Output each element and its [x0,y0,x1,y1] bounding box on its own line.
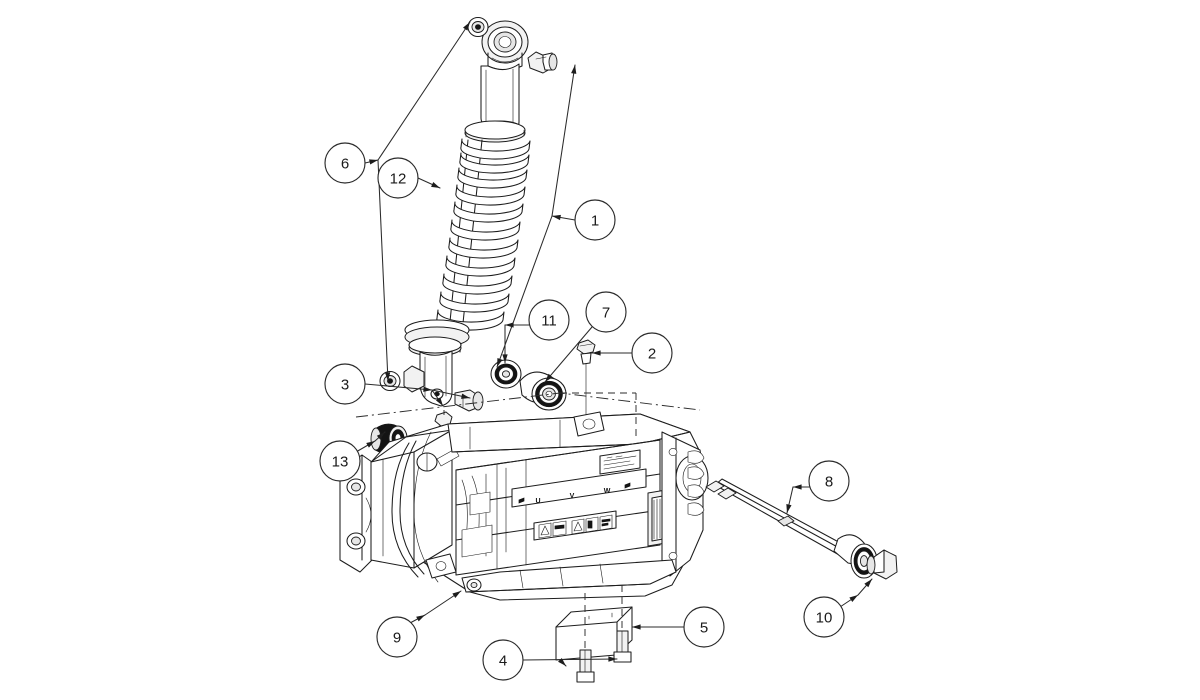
warning-decal-plate [533,510,617,541]
assembly-reference-lines [355,392,701,436]
housing-shock-mount-ear [425,553,457,579]
phase-label-v: V [570,493,575,500]
leader-arrowhead [849,595,858,602]
callout-3[interactable]: 3 [324,363,366,405]
phase-label-u: U [535,498,540,505]
leader-arrowhead [366,441,375,448]
callout-bubble-8[interactable] [808,460,850,502]
axle-nut [866,549,898,580]
leader-line-1-1 [496,215,553,368]
callout-9[interactable]: 9 [376,616,418,658]
shock-upper-bolt [527,51,558,74]
shock-bushing-upper [467,16,489,38]
leader-line-1-2 [551,64,576,217]
leader-arrowhead [786,504,792,513]
data-plate [599,449,641,475]
callout-bubble-10[interactable] [803,596,845,638]
spring-lower-seat [408,336,462,357]
shock-upper-eye [481,20,529,71]
leader-arrowhead [864,579,872,588]
leader-arrowhead [431,182,440,188]
shock-lower-pin [454,389,484,412]
washer-spacer [490,359,522,389]
callout-4[interactable]: 4 [482,639,524,681]
callout-bubble-12[interactable] [377,157,419,199]
housing-bottom-pan [461,559,677,593]
callout-bubble-4[interactable] [482,639,524,681]
leader-arrowhead [632,624,641,630]
leader-line-4-0 [522,658,618,661]
housing-boss [416,448,460,472]
inverter-module [455,439,661,576]
callout-bubble-11[interactable] [528,299,570,341]
shock-lower-clevis [403,350,453,407]
leader-arrowhead [497,358,503,367]
leader-line-6-2 [377,21,471,161]
callout-13[interactable]: 13 [319,440,361,482]
leader-line-3-0 [364,383,433,391]
leader-arrowhead [423,386,432,392]
phase-terminal-strip: U V W [511,468,647,508]
callout-1[interactable]: 1 [574,199,616,241]
leader-arrowhead [452,591,461,598]
callout-bubble-1[interactable] [574,199,616,241]
leader-arrowhead [435,397,443,406]
leader-arrowhead [505,322,514,328]
phase-label-w: W [604,488,611,495]
leader-arrowhead [463,22,470,31]
callout-bubble-13[interactable] [319,440,361,482]
leader-arrowhead [376,432,385,440]
callout-11[interactable]: 11 [528,299,570,341]
leader-arrowhead [552,214,561,221]
callout-7[interactable]: 7 [585,291,627,333]
leader-line-7-0 [544,326,593,383]
callout-10[interactable]: 10 [803,596,845,638]
drive-unit-housing: U V W [339,411,709,601]
callout-5[interactable]: 5 [683,606,725,648]
leader-arrowhead [461,393,470,399]
shock-bushing-lower [379,370,401,392]
callout-8[interactable]: 8 [808,460,850,502]
leader-line-6-1 [377,159,389,382]
mounting-bolt-upper [576,339,596,421]
spring-upper-seat [464,120,526,143]
axle-bearing-seal [519,371,567,411]
housing-left-mount-ear [339,454,373,573]
callout-bubble-5[interactable] [683,606,725,648]
callout-bubble-3[interactable] [324,363,366,405]
callout-2[interactable]: 2 [631,332,673,374]
housing-right-endbell [661,431,709,577]
leader-arrowhead [369,159,378,165]
callout-bubble-9[interactable] [376,616,418,658]
callout-12[interactable]: 12 [377,157,419,199]
housing-upper-bracket [573,411,605,437]
callout-bubble-2[interactable] [631,332,673,374]
cover-retaining-bolts [576,585,632,683]
leader-arrowhead [592,350,601,356]
callout-6[interactable]: 6 [324,142,366,184]
leader-arrowhead [416,615,425,622]
callout-bubble-7[interactable] [585,291,627,333]
leader-arrowhead [793,484,802,490]
leader-arrowhead [558,658,566,666]
leader-arrowhead [608,656,617,662]
cover-bolt-left [576,649,595,683]
coil-spring [404,138,531,348]
shock-absorber-assembly [379,16,558,412]
callout-bubble-6[interactable] [324,142,366,184]
leader-arrowhead [502,354,508,363]
leader-arrowhead [384,372,391,381]
housing-bottom-lug [466,578,482,592]
leader-arrowhead [571,65,577,74]
leader-arrowhead [545,373,553,382]
